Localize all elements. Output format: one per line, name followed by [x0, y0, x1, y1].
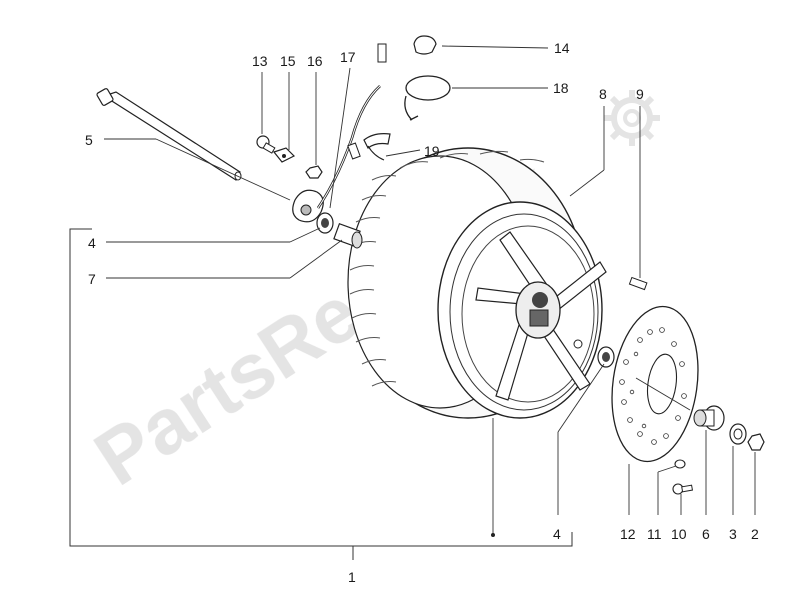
callout-4: 4	[88, 235, 96, 251]
callout-6: 6	[702, 526, 710, 542]
bearing	[316, 212, 334, 234]
callout-18: 18	[553, 80, 569, 96]
oil-seal	[597, 346, 615, 368]
callout-17: 17	[340, 49, 356, 65]
callout-5: 5	[85, 132, 93, 148]
callout-11: 11	[647, 526, 662, 542]
wheel-hub	[515, 281, 561, 339]
callout-4: 4	[553, 526, 561, 542]
callout-16: 16	[307, 53, 323, 69]
axle-nut	[747, 433, 765, 451]
valve-icon	[573, 339, 583, 349]
circlip	[404, 75, 451, 121]
retaining-ring	[363, 133, 391, 161]
callout-9: 9	[636, 86, 644, 102]
callout-1: 1	[348, 569, 356, 585]
disc-screw	[672, 483, 694, 495]
callout-7: 7	[88, 271, 96, 287]
screw	[256, 135, 276, 154]
leader-dot	[491, 533, 495, 537]
callout-15: 15	[280, 53, 296, 69]
nut	[305, 165, 323, 179]
small-washer	[674, 459, 686, 469]
brake-disc	[611, 305, 699, 463]
wheel-rim	[437, 201, 607, 419]
clip	[413, 35, 437, 55]
wheel-axle	[96, 88, 242, 181]
gear-icon	[604, 90, 660, 146]
spacer	[693, 405, 725, 431]
bracket-clip	[272, 147, 296, 163]
callout-12: 12	[620, 526, 636, 542]
callout-19: 19	[424, 143, 440, 159]
disc-bolt	[628, 276, 648, 291]
callout-13: 13	[252, 53, 268, 69]
callout-2: 2	[751, 526, 759, 542]
assembly-bracket	[69, 228, 573, 560]
callout-labels: 1 2 3 4 4 5 6 7 8 9 10 11 12 13 14 15 16…	[85, 40, 759, 585]
callout-14: 14	[554, 40, 570, 56]
leader-lines	[104, 45, 756, 534]
speedo-drive	[292, 43, 387, 223]
callout-3: 3	[729, 526, 737, 542]
callout-8: 8	[599, 86, 607, 102]
callout-10: 10	[671, 526, 687, 542]
washer	[729, 423, 747, 445]
